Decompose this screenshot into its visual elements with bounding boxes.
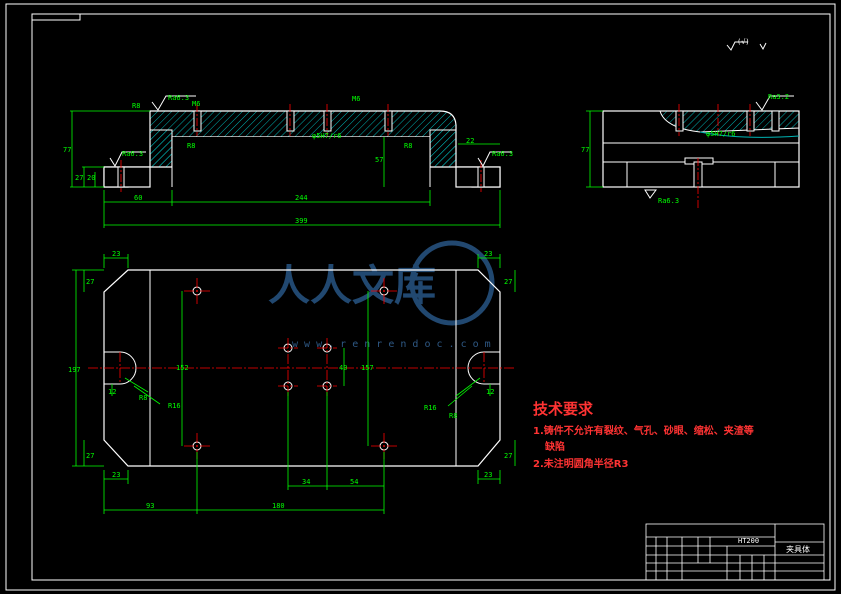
plan-dim-slot-l: 12 [108, 388, 116, 396]
plan-dim-vert-outer: 157 [361, 364, 374, 372]
front-thread-1: M6 [192, 100, 200, 108]
plan-dim-total-height: 197 [68, 366, 81, 374]
front-dim-total: 399 [295, 217, 308, 225]
title-block-text: HT200 夹具体 [738, 537, 810, 554]
watermark-url: w w w . r e n r e n d o c . c o m [292, 339, 491, 350]
front-dim-step: 20 [87, 174, 95, 182]
plan-dim-vert-inner: 40 [339, 364, 347, 372]
plan-dim-br-x: 23 [484, 471, 492, 479]
front-fit-label: φ5H7/r6 [312, 132, 342, 140]
front-roughness-1: Ra6.3 [168, 94, 189, 102]
watermark-text: 人人文库 [268, 261, 436, 310]
plan-radius-2: R16 [168, 402, 181, 410]
tech-title: 技术要求 [533, 400, 594, 418]
front-dim-foot: 27 [75, 174, 83, 182]
side-roughness-top: (√) [737, 38, 750, 46]
drawing-name: 夹具体 [786, 544, 810, 554]
title-block [645, 523, 825, 581]
sheet-border [5, 3, 836, 591]
plan-dim-pitch-1: 34 [302, 478, 310, 486]
side-view: Ra3.2 Ra6.3 φ5H7/r6 77 (√) [581, 38, 800, 210]
watermark: 人人文库 w w w . r e n r e n d o c . c o m [268, 240, 495, 350]
side-roughness-2: Ra6.3 [658, 197, 679, 205]
front-radius-1: R8 [132, 102, 140, 110]
plan-dim-tr-x: 23 [484, 250, 492, 258]
plan-dim-br-y: 27 [504, 452, 512, 460]
plan-dim-bl-x: 23 [112, 471, 120, 479]
plan-dim-bl-y: 27 [86, 452, 94, 460]
tech-item-1-cont: 缺陷 [544, 440, 565, 453]
front-dim-height: 77 [63, 146, 71, 154]
side-fit-label: φ5H7/r6 [706, 130, 736, 138]
plan-dim-tl-x: 23 [112, 250, 120, 258]
tech-item-1: 1.铸件不允许有裂纹、气孔、砂眼、缩松、夹渣等 [533, 424, 754, 437]
plan-dim-slot-r: 12 [486, 388, 494, 396]
front-radius-2: R8 [187, 142, 195, 150]
front-radius-3: R8 [404, 142, 412, 150]
plan-dim-left-pos: 93 [146, 502, 154, 510]
technical-requirements: 技术要求 1.铸件不允许有裂纹、气孔、砂眼、缩松、夹渣等 缺陷 2.未注明圆角半… [533, 400, 754, 470]
front-roughness-3: Ra6.3 [492, 150, 513, 158]
side-dim-height: 77 [581, 146, 589, 154]
plan-dim-vert-left: 152 [176, 364, 189, 372]
plan-radius-1: R8 [139, 394, 147, 402]
front-dim-mid: 57 [375, 156, 383, 164]
plan-view: 23 27 23 27 27 23 27 23 197 12 12 93 180… [68, 250, 516, 514]
plan-dim-tr-y: 27 [504, 278, 512, 286]
front-dim-right: 22 [466, 137, 474, 145]
front-thread-2: M6 [352, 95, 360, 103]
side-roughness-1: Ra3.2 [768, 93, 789, 101]
tech-item-2: 2.未注明圆角半径R3 [533, 457, 628, 470]
plan-radius-4: R8 [449, 412, 457, 420]
front-section-view: Ra6.3 Ra6.3 Ra6.3 M6 M6 φ5H7/r6 R8 R8 R8… [63, 94, 513, 228]
plan-dim-tl-y: 27 [86, 278, 94, 286]
plan-outline [103, 269, 501, 467]
front-roughness-2: Ra6.3 [122, 150, 143, 158]
front-dim-inner: 244 [295, 194, 308, 202]
material-label: HT200 [738, 537, 759, 545]
plan-dim-hole-span: 180 [272, 502, 285, 510]
plan-dim-pitch-2: 54 [350, 478, 358, 486]
front-dim-left-foot: 60 [134, 194, 142, 202]
plan-radius-3: R16 [424, 404, 437, 412]
